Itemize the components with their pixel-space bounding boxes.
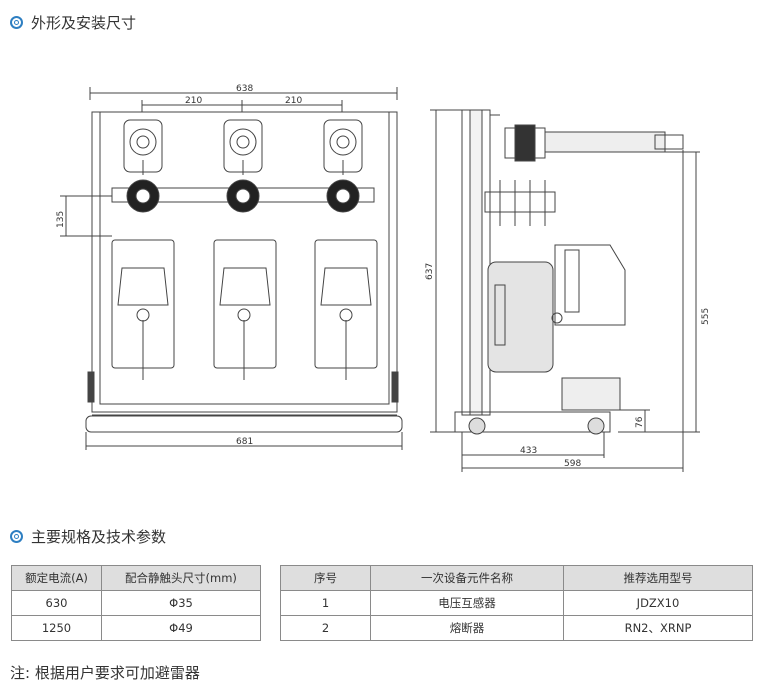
table-header: 序号 [280,565,371,591]
table-header: 一次设备元件名称 [370,565,564,591]
dim-overall-width: 638 [236,84,253,94]
dim-side-left: 135 [56,211,66,228]
dim-right-height: 555 [701,308,711,325]
table-cell: 1250 [11,615,102,641]
table-cell: JDZX10 [563,590,753,616]
footnote: 注: 根据用户要求可加避雷器 [10,664,200,682]
dim-side-height: 637 [425,263,435,280]
table-header-row: 额定电流(A) 配合静触头尺寸(mm) [11,565,261,591]
section-title-text: 主要规格及技术参数 [31,528,167,546]
table-cell: Φ35 [101,590,261,616]
component-table: 序号 一次设备元件名称 推荐选用型号 1 电压互感器 JDZX10 2 熔断器 … [280,565,753,641]
dim-inner-depth: 433 [520,446,537,456]
table-cell: 2 [280,615,371,641]
dim-bottom-width: 681 [236,437,253,447]
table-header-row: 序号 一次设备元件名称 推荐选用型号 [280,565,753,591]
dim-outer-depth: 598 [564,459,581,469]
circle-bullet-icon [10,16,23,29]
table-row: 1250 Φ49 [11,615,261,641]
technical-drawing: 638 210 210 135 [56,84,711,472]
table-cell: RN2、XRNP [563,615,753,641]
section-title-dimensions: 外形及安装尺寸 [10,12,136,33]
circle-bullet-icon [10,530,23,543]
table-row: 630 Φ35 [11,590,261,616]
table-cell: 630 [11,590,102,616]
dim-pitch-right: 210 [285,96,302,106]
side-view: 637 555 76 433 [425,109,711,472]
table-header: 配合静触头尺寸(mm) [101,565,261,591]
current-table: 额定电流(A) 配合静触头尺寸(mm) 630 Φ35 1250 Φ49 [11,565,261,641]
dim-pitch-left: 210 [185,96,202,106]
dim-base-height: 76 [635,416,645,428]
table-row: 2 熔断器 RN2、XRNP [280,615,753,641]
section-title-text: 外形及安装尺寸 [31,14,137,32]
table-header: 额定电流(A) [11,565,102,591]
table-cell: 电压互感器 [370,590,564,616]
table-row: 1 电压互感器 JDZX10 [280,590,753,616]
front-view: 638 210 210 135 [56,84,403,450]
table-cell: 熔断器 [370,615,564,641]
section-title-specs: 主要规格及技术参数 [10,526,166,547]
table-cell: Φ49 [101,615,261,641]
table-header: 推荐选用型号 [563,565,753,591]
table-cell: 1 [280,590,371,616]
